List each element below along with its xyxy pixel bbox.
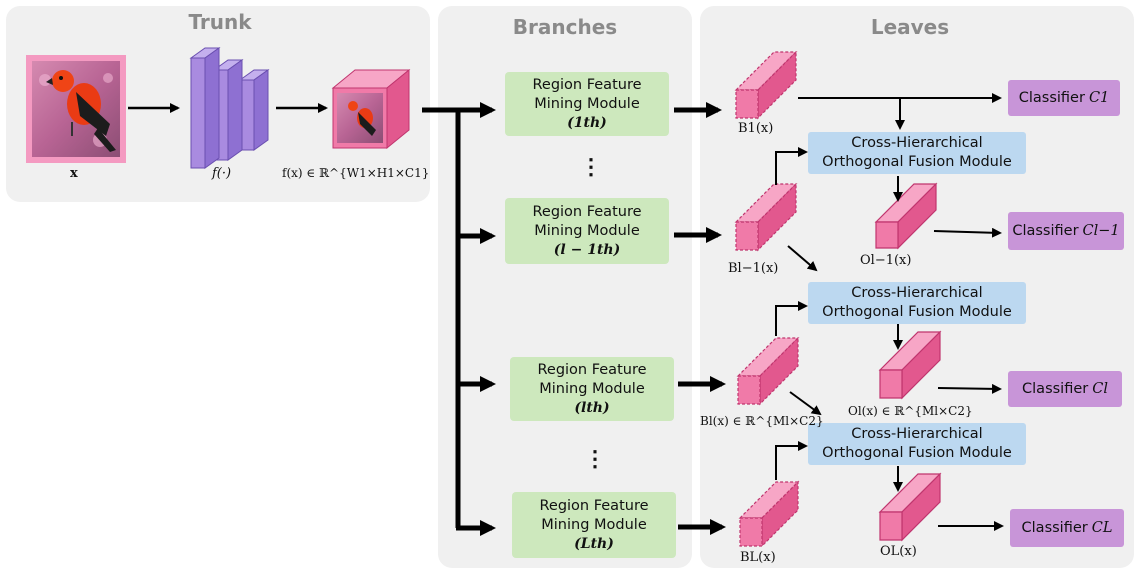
- classifier-symbol: Cl−1: [1082, 222, 1120, 239]
- classifier-word: Classifier: [1018, 89, 1085, 106]
- rfm-line1: Region Feature: [532, 203, 642, 220]
- input-bird-image: [26, 55, 126, 163]
- fusion-module-2: Cross-Hierarchical Orthogonal Fusion Mod…: [808, 282, 1026, 324]
- rfm-index: (1th): [567, 114, 607, 131]
- branch-tensors: [734, 50, 800, 548]
- orthogonal-tensor-l-minus-1: [874, 182, 938, 250]
- fusion-line2: Orthogonal Fusion Module: [822, 154, 1012, 170]
- feature-map-label: f(x) ∈ ℝ^{W1×H1×C1}: [282, 166, 430, 180]
- classifier-word: Classifier: [1021, 519, 1088, 536]
- classifier-word: Classifier: [1012, 222, 1079, 239]
- rfm-index: (l − 1th): [553, 241, 621, 258]
- branch-tensor-1: [734, 50, 798, 120]
- fusion-line1: Cross-Hierarchical: [851, 135, 983, 151]
- branch-feature-label-L: BL(x): [740, 550, 776, 565]
- fusion-line1: Cross-Hierarchical: [851, 285, 983, 301]
- branch-tensor-l: [736, 336, 800, 406]
- rfm-module-l-minus-1: Region Feature Mining Module (l − 1th): [505, 198, 669, 264]
- input-label: x: [70, 166, 78, 181]
- rfm-line1: Region Feature: [532, 76, 642, 93]
- rfm-line2: Mining Module: [534, 95, 640, 112]
- branch-feature-label-1: B1(x): [738, 121, 774, 136]
- orthogonal-feature-label-l-minus-1: Ol−1(x): [860, 253, 912, 268]
- rfm-module-L: Region Feature Mining Module (Lth): [512, 492, 676, 558]
- leaves-title: Leaves: [870, 15, 950, 39]
- rfm-line2: Mining Module: [534, 222, 640, 239]
- module-to-leaf-arrows: [674, 102, 726, 535]
- rfm-index: (Lth): [574, 535, 614, 552]
- branches-ellipsis-1: ⋮: [580, 154, 602, 180]
- feature-map-cube: [331, 68, 411, 150]
- branch-tensor-l-minus-1: [734, 182, 798, 252]
- trunk-to-branches-arrows: [422, 102, 496, 536]
- fusion-line2: Orthogonal Fusion Module: [822, 304, 1012, 320]
- rfm-line2: Mining Module: [541, 516, 647, 533]
- fusion-module-3: Cross-Hierarchical Orthogonal Fusion Mod…: [808, 423, 1026, 465]
- branches-title: Branches: [512, 15, 618, 39]
- branch-feature-label-l: Bl(x) ∈ ℝ^{Ml×C2}: [700, 414, 824, 428]
- rfm-index: (lth): [574, 399, 610, 416]
- fusion-line2: Orthogonal Fusion Module: [822, 445, 1012, 461]
- rfm-module-l: Region Feature Mining Module (lth): [510, 357, 674, 421]
- branch-feature-label-l-minus-1: Bl−1(x): [728, 261, 779, 276]
- fusion-module-1: Cross-Hierarchical Orthogonal Fusion Mod…: [808, 132, 1026, 174]
- orthogonal-tensor-L: [878, 472, 942, 542]
- rfm-line1: Region Feature: [539, 497, 649, 514]
- orthogonal-tensor-l: [878, 330, 942, 400]
- leaves-connectors: [775, 93, 1004, 531]
- classifier-word: Classifier: [1022, 380, 1089, 397]
- orthogonal-feature-label-L: OL(x): [880, 544, 917, 559]
- rfm-line2: Mining Module: [539, 380, 645, 397]
- backbone-layers-icon: [189, 47, 270, 169]
- classifier-symbol: Cl: [1092, 380, 1108, 397]
- classifier-symbol: CL: [1091, 519, 1113, 536]
- classifier-symbol: C1: [1088, 89, 1110, 106]
- rfm-line1: Region Feature: [537, 361, 647, 378]
- orthogonal-feature-label-l: Ol(x) ∈ ℝ^{Ml×C2}: [848, 404, 973, 418]
- trunk-title: Trunk: [188, 10, 252, 34]
- rfm-module-1: Region Feature Mining Module (1th): [505, 72, 669, 136]
- branch-tensor-L: [738, 480, 800, 548]
- orthogonal-tensors: [874, 182, 942, 542]
- fusion-line1: Cross-Hierarchical: [851, 426, 983, 442]
- branches-ellipsis-2: ⋮: [584, 446, 606, 472]
- backbone-label: f(·): [212, 166, 232, 181]
